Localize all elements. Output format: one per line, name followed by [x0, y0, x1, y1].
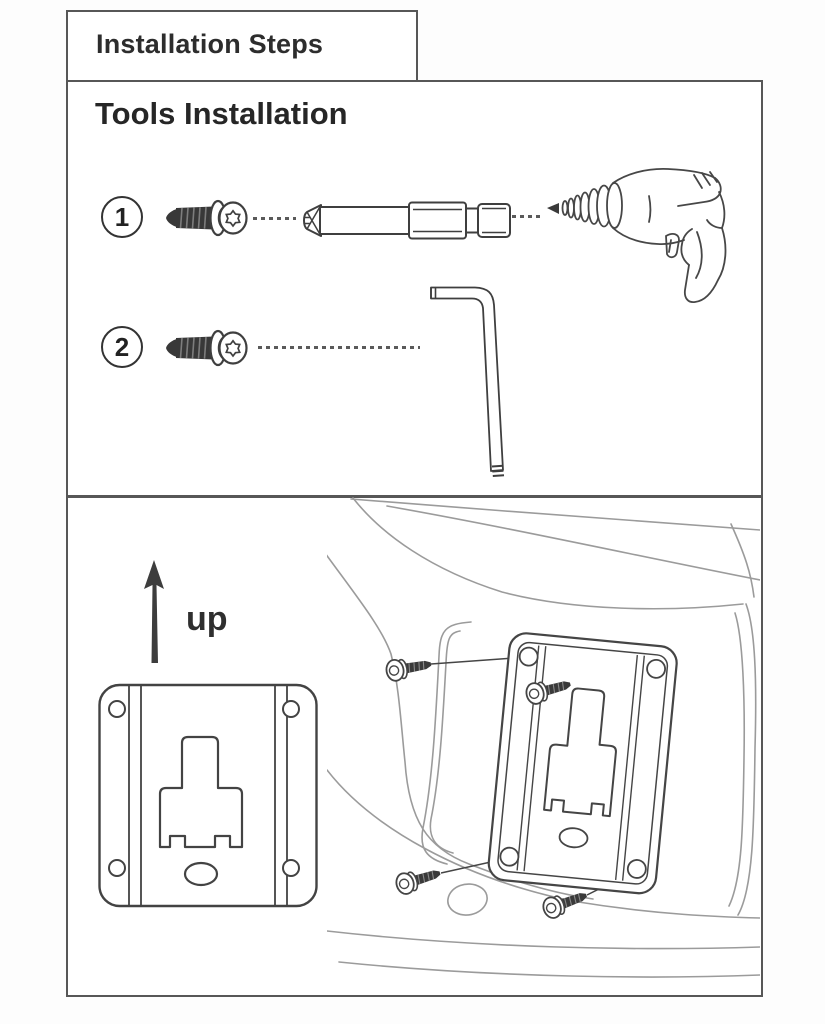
section-divider	[67, 495, 761, 498]
step-1-number-badge: 1	[101, 196, 143, 238]
screw-icon	[166, 199, 248, 237]
section-title: Tools Installation	[95, 96, 348, 131]
step-2-number-badge: 2	[101, 326, 143, 368]
content-frame: Tools Installation 1	[66, 80, 763, 997]
up-label: up	[186, 600, 228, 638]
dotted-connector	[258, 346, 420, 349]
bracket-plate-icon	[98, 683, 318, 908]
torx-key-icon	[430, 286, 505, 477]
electric-drill-icon	[547, 168, 727, 303]
step-2-number: 2	[114, 331, 130, 362]
dashed-connector	[253, 217, 296, 220]
step-1-number: 1	[114, 201, 130, 232]
tab-installation-steps: Installation Steps	[66, 10, 418, 80]
tab-title: Installation Steps	[96, 29, 324, 59]
dashed-connector	[512, 215, 542, 218]
torx-bit-icon	[303, 201, 511, 240]
screw-icon	[166, 329, 248, 367]
up-arrow-icon	[144, 560, 164, 663]
mounting-scene-illustration	[327, 497, 760, 978]
